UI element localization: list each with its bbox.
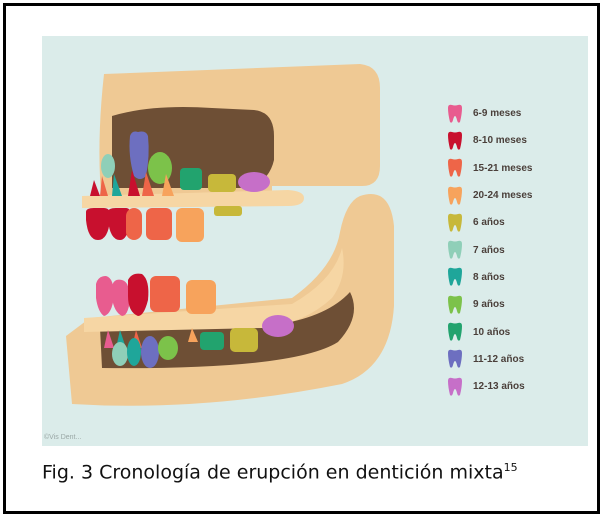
tooth-icon <box>448 131 462 150</box>
tooth-icon <box>448 295 462 314</box>
legend-label: 8 años <box>473 271 505 283</box>
tooth <box>126 208 142 240</box>
tooth <box>262 315 294 337</box>
legend-label: 11-12 años <box>473 353 525 365</box>
tooth-icon <box>448 268 462 287</box>
tooth <box>127 338 141 366</box>
tooth <box>101 154 115 178</box>
caption-reference: 15 <box>503 461 518 474</box>
legend-item: 15-21 meses <box>446 155 576 182</box>
tooth <box>96 276 114 316</box>
legend-label: 7 años <box>473 244 505 256</box>
tooth-icon <box>448 240 462 259</box>
tooth <box>150 276 180 312</box>
upper-erupted-teeth <box>86 170 204 242</box>
tooth <box>180 168 202 190</box>
tooth <box>176 208 204 242</box>
tooth <box>128 273 149 316</box>
tooth <box>90 180 100 196</box>
watermark: ©Vis Dent... <box>44 434 82 441</box>
jaw-illustration <box>66 64 394 406</box>
tooth <box>112 279 130 316</box>
tooth <box>146 208 172 240</box>
figure-frame: 6-9 meses 8-10 meses 15-21 meses 20-24 mese… <box>3 3 600 514</box>
legend-label: 6 años <box>473 217 505 229</box>
legend-label: 9 años <box>473 299 505 311</box>
legend-item: 9 años <box>446 291 576 318</box>
tooth <box>148 152 172 184</box>
tooth-icon <box>448 186 462 205</box>
tooth-icon <box>448 377 462 396</box>
tooth <box>108 208 131 240</box>
lower-erupted-teeth <box>96 273 216 316</box>
legend-item: 6 años <box>446 209 576 236</box>
legend-label: 6-9 meses <box>473 108 522 120</box>
legend-label: 12-13 años <box>473 381 525 393</box>
tooth <box>128 170 140 196</box>
tooth <box>188 328 198 342</box>
tooth <box>200 332 224 350</box>
tooth <box>100 176 108 196</box>
tooth <box>208 174 236 192</box>
tooth <box>230 328 258 352</box>
lower-unerupted-teeth <box>104 315 294 368</box>
lower-gum-strip <box>84 248 344 332</box>
tooth <box>158 336 178 360</box>
tooth-icon <box>448 213 462 232</box>
legend-item: 6-9 meses <box>446 100 576 127</box>
tooth <box>214 206 242 216</box>
legend-item: 8-10 meses <box>446 127 576 154</box>
tooth <box>112 174 122 196</box>
legend-label: 15-21 meses <box>473 162 533 174</box>
legend-label: 20-24 meses <box>473 190 533 202</box>
tooth <box>162 174 174 196</box>
legend-item: 10 años <box>446 318 576 345</box>
legend-label: 10 años <box>473 326 511 338</box>
tooth-icon <box>448 159 462 177</box>
legend: 6-9 meses 8-10 meses 15-21 meses 20-24 mese… <box>446 100 576 400</box>
tooth <box>112 342 128 366</box>
tooth <box>104 330 114 348</box>
tooth <box>129 131 149 179</box>
tooth-icon <box>448 350 462 368</box>
illustration-panel: 6-9 meses 8-10 meses 15-21 meses 20-24 mese… <box>42 36 588 446</box>
legend-item: 7 años <box>446 236 576 263</box>
tooth <box>142 172 154 196</box>
tooth <box>86 208 111 240</box>
figure-caption: Fig. 3 Cronología de erupción en dentici… <box>42 461 518 483</box>
upper-unerupted-teeth <box>101 131 270 216</box>
tooth <box>238 172 270 192</box>
legend-item: 20-24 meses <box>446 182 576 209</box>
tooth-icon <box>448 104 462 123</box>
tooth <box>186 280 216 314</box>
caption-text: Fig. 3 Cronología de erupción en dentici… <box>42 461 504 484</box>
legend-item: 8 años <box>446 264 576 291</box>
legend-label: 8-10 meses <box>473 135 527 147</box>
legend-item: 12-13 años <box>446 373 576 400</box>
legend-item: 11-12 años <box>446 346 576 373</box>
tooth <box>141 336 159 368</box>
tooth-icon <box>448 322 462 341</box>
